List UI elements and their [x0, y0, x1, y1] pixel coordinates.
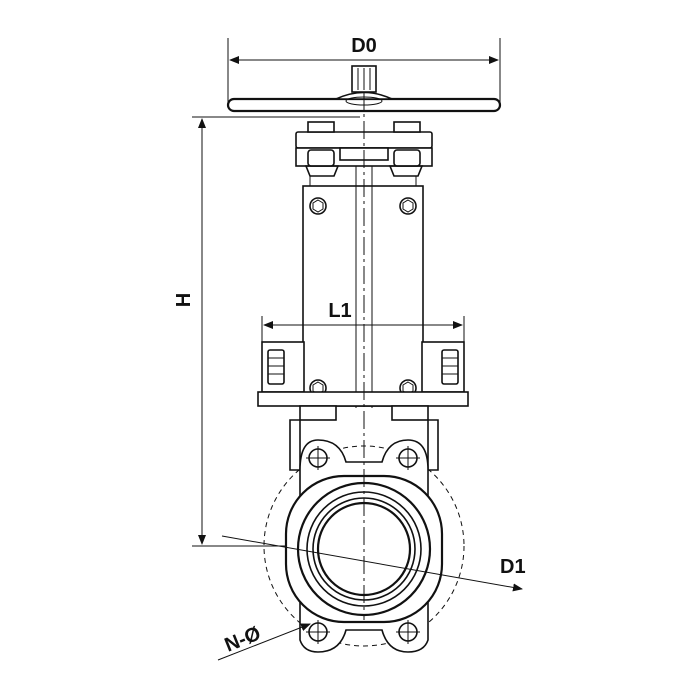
n-phi-label: N-Ø: [222, 623, 264, 657]
gland-section: [257, 341, 469, 421]
n-phi-callout: N-Ø: [217, 623, 311, 661]
d1-label: D1: [500, 556, 526, 578]
d0-label: D0: [351, 35, 377, 57]
l1-dimension: L1: [261, 300, 465, 342]
l1-label: L1: [328, 300, 351, 322]
handwheel: [226, 65, 502, 113]
d0-dimension: D0: [227, 35, 501, 108]
yoke-column: [302, 166, 424, 408]
h-dimension: H: [173, 116, 360, 547]
d1-arrow-line: [221, 535, 523, 592]
n-phi-leader: [217, 623, 311, 661]
d1-dimension: D1: [221, 535, 526, 592]
h-label: H: [173, 293, 195, 307]
